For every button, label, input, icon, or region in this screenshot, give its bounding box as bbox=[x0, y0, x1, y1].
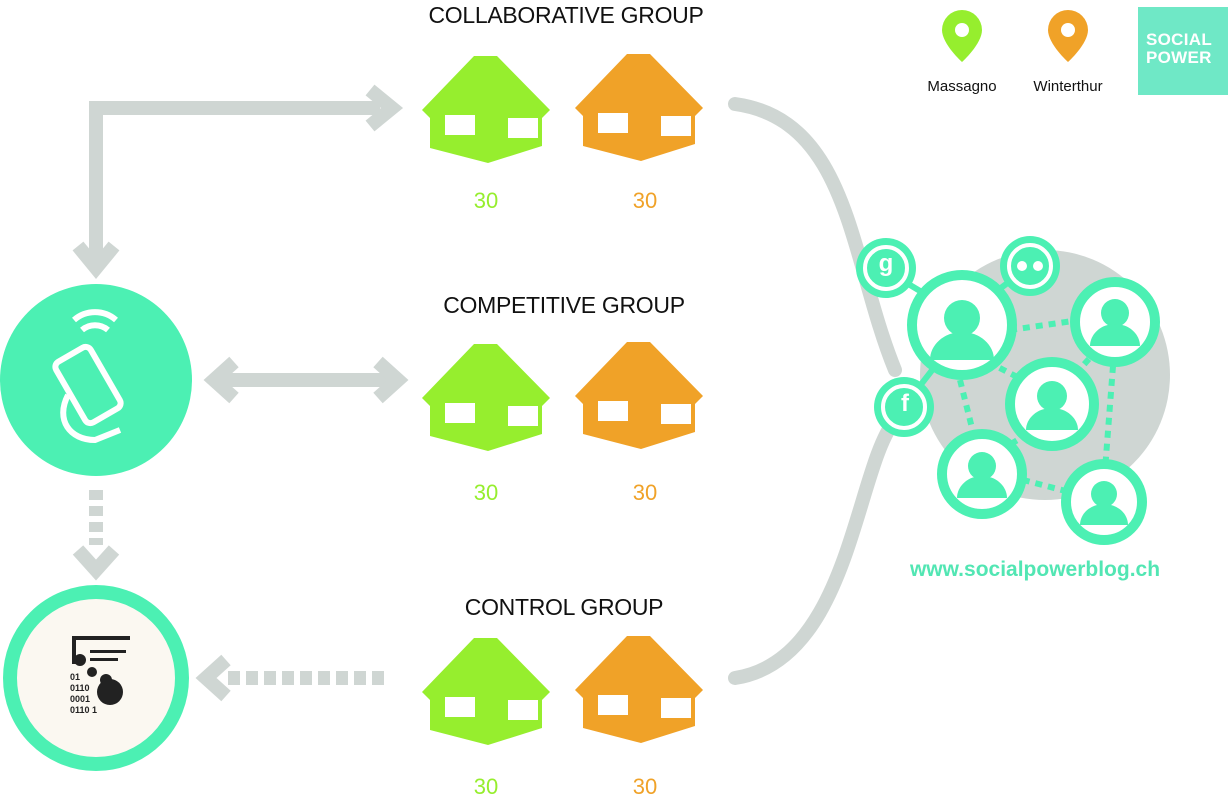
binary-line: 0110 bbox=[70, 683, 90, 693]
data-node bbox=[3, 585, 189, 771]
house-winterthur-control bbox=[575, 636, 703, 743]
flickr-icon bbox=[1000, 236, 1060, 296]
legend-label-winterthur: Winterthur bbox=[1033, 78, 1103, 95]
house-winterthur-compet bbox=[575, 342, 703, 449]
brand-line-1: SOCIAL bbox=[1146, 30, 1213, 49]
brand-line-2: POWER bbox=[1146, 48, 1212, 67]
group-title-competitive: COMPETITIVE GROUP bbox=[443, 292, 685, 318]
google-icon bbox=[856, 238, 916, 298]
count-winterthur: 30 bbox=[632, 774, 658, 799]
google-glyph: g bbox=[878, 250, 894, 277]
smartphone-hand-icon bbox=[52, 309, 124, 444]
house-massagno-control bbox=[422, 638, 550, 745]
houses bbox=[422, 54, 703, 745]
count-winterthur: 30 bbox=[632, 188, 658, 213]
smartphone-node bbox=[0, 284, 192, 476]
house-massagno-compet bbox=[422, 344, 550, 451]
group-title-collaborative: COLLABORATIVE GROUP bbox=[428, 2, 704, 28]
arrow-dashed-control bbox=[195, 654, 388, 702]
blog-url[interactable]: www.socialpowerblog.ch bbox=[909, 558, 1161, 581]
user-node bbox=[907, 270, 1017, 380]
count-massagno: 30 bbox=[473, 774, 499, 799]
facebook-glyph: f bbox=[901, 390, 909, 417]
user-node bbox=[1061, 459, 1147, 545]
facebook-icon bbox=[874, 377, 934, 437]
house-windows bbox=[445, 113, 691, 720]
legend-label-massagno: Massagno bbox=[927, 78, 997, 95]
arrow-collaborative bbox=[72, 84, 404, 280]
house-massagno-collab bbox=[422, 56, 550, 163]
arrow-dashed-vertical bbox=[72, 490, 120, 581]
count-massagno: 30 bbox=[473, 480, 499, 505]
data-processing-icon bbox=[72, 636, 130, 705]
binary-line: 0110 1 bbox=[70, 705, 98, 715]
legend-pin-winterthur bbox=[1048, 10, 1088, 62]
connector-bottom bbox=[728, 413, 902, 685]
arrow-competitive bbox=[203, 356, 409, 404]
count-massagno: 30 bbox=[473, 188, 499, 213]
brand-logo: SOCIAL POWER bbox=[1138, 7, 1228, 95]
binary-line: 01 bbox=[70, 672, 81, 682]
count-winterthur: 30 bbox=[632, 480, 658, 505]
user-node bbox=[937, 429, 1027, 519]
binary-line: 0001 bbox=[70, 694, 91, 704]
social-network bbox=[856, 236, 1170, 545]
group-title-control: CONTROL GROUP bbox=[464, 594, 664, 620]
legend-pin-massagno bbox=[942, 10, 982, 62]
user-node bbox=[1005, 357, 1099, 451]
house-winterthur-collab bbox=[575, 54, 703, 161]
user-node bbox=[1070, 277, 1160, 367]
connector-top bbox=[728, 97, 902, 377]
